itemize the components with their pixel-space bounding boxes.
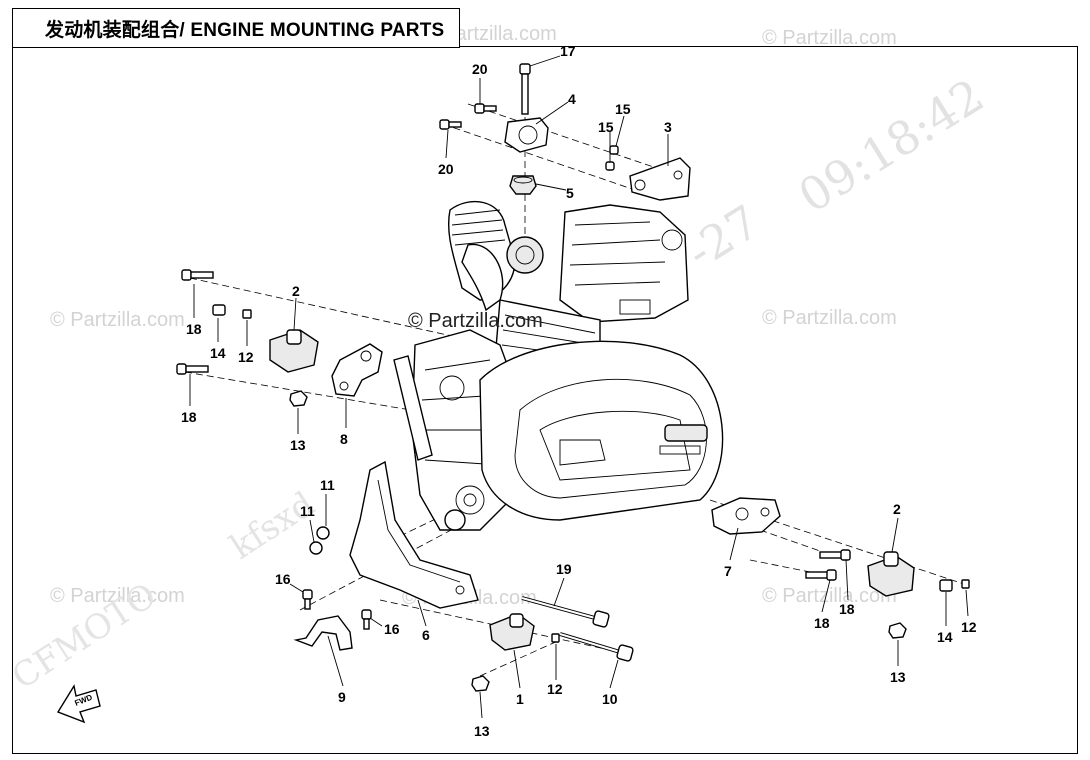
callout-16: 16	[384, 621, 400, 637]
callout-18: 18	[814, 615, 830, 631]
callout-14: 14	[937, 629, 953, 645]
bolt-20-upper	[474, 103, 497, 114]
callout-4: 4	[568, 91, 576, 107]
callout-2: 2	[893, 501, 901, 517]
callout-2: 2	[292, 283, 300, 299]
callout-8: 8	[340, 431, 348, 447]
callout-12: 12	[238, 349, 254, 365]
callout-16: 16	[275, 571, 291, 587]
fwd-arrow-icon: FWD	[56, 684, 101, 724]
callout-7: 7	[724, 563, 732, 579]
bolt-18-lower	[176, 363, 209, 375]
callout-3: 3	[664, 119, 672, 135]
bolt-16-left	[302, 589, 313, 610]
callout-20: 20	[438, 161, 454, 177]
callout-labels: 17 20 4 15 15 3 20 5 2 18 14 12 18 13 8 …	[181, 43, 977, 739]
bolt-20-lower	[439, 119, 462, 130]
watermark-date: -27	[677, 194, 768, 279]
bolt-18-right-lower	[805, 569, 837, 581]
engine-assembly	[393, 200, 724, 531]
callout-1: 1	[516, 691, 524, 707]
callout-14: 14	[210, 345, 226, 361]
watermark-partzilla: © Partzilla.com	[762, 307, 897, 329]
watermark-timestamp: 09:18:42	[789, 68, 993, 223]
callout-17: 17	[560, 43, 576, 59]
callout-6: 6	[422, 627, 430, 643]
callout-18: 18	[839, 601, 855, 617]
bolt-17	[519, 63, 531, 115]
right-mount-parts	[711, 497, 970, 639]
callout-15: 15	[615, 101, 631, 117]
callout-12: 12	[547, 681, 563, 697]
callout-13: 13	[290, 437, 306, 453]
diagram-title-box: 发动机装配组合/ ENGINE MOUNTING PARTS	[12, 8, 460, 48]
callout-9: 9	[338, 689, 346, 705]
page-title: 发动机装配组合/ ENGINE MOUNTING PARTS	[45, 19, 445, 41]
callout-5: 5	[566, 185, 574, 201]
watermark-user: kfsxd	[223, 484, 322, 567]
leader-lines	[189, 55, 969, 719]
watermark-partzilla: © Partzilla.com	[762, 585, 897, 607]
callout-20: 20	[472, 61, 488, 77]
watermark-partzilla: © Partzilla.com	[50, 585, 185, 607]
callout-15: 15	[598, 119, 614, 135]
watermark-partzilla: © Partzilla.com	[762, 27, 897, 49]
bolt-16-right	[361, 609, 372, 630]
callout-18: 18	[181, 409, 197, 425]
callout-18: 18	[186, 321, 202, 337]
callout-13: 13	[890, 669, 906, 685]
top-mount-parts	[439, 63, 691, 201]
bolt-18-right-upper	[819, 549, 851, 561]
watermark-partzilla-dark: © Partzilla.com	[408, 310, 543, 332]
watermark-partzilla: © Partzilla.com	[50, 309, 185, 331]
callout-12: 12	[961, 619, 977, 635]
callout-13: 13	[474, 723, 490, 739]
bolt-18-upper	[181, 269, 214, 281]
diagram-frame	[12, 46, 1078, 754]
bottom-left-parts	[293, 460, 634, 692]
callout-11: 11	[320, 477, 335, 493]
callout-10: 10	[602, 691, 618, 707]
callout-19: 19	[556, 561, 572, 577]
left-mount-parts	[176, 269, 383, 407]
callout-11: 11	[300, 503, 315, 519]
